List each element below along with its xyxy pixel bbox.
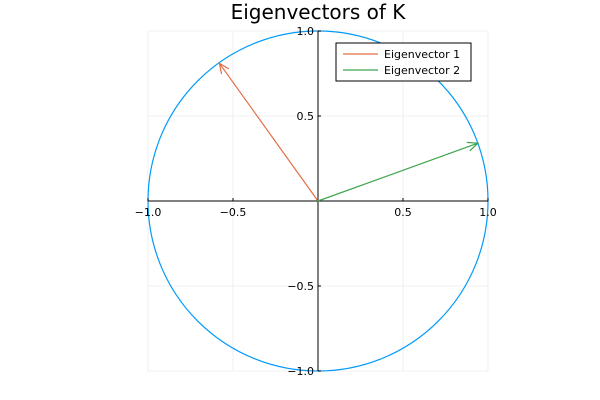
vector-2-arrowhead (466, 141, 480, 152)
y-tick-label-2: 0.5 (297, 110, 315, 123)
chart-title: Eigenvectors of K (231, 0, 407, 24)
vector-1 (218, 62, 319, 202)
x-tick-label-1: −0.5 (220, 206, 247, 219)
ticks: −1.0 −0.5 0.5 1.0 −1.0 −0.5 0.5 1.0 (135, 25, 497, 378)
legend-box (335, 42, 472, 82)
legend-label-eigenvector-1: Eigenvector 1 (384, 48, 460, 61)
legend: Eigenvector 1 Eigenvector 2 (335, 42, 472, 82)
x-tick-label-0: −1.0 (135, 206, 162, 219)
x-tick-label-2: 0.5 (394, 206, 412, 219)
vectors-layer (218, 62, 480, 202)
vector-2 (317, 142, 479, 202)
legend-label-eigenvector-2: Eigenvector 2 (384, 64, 460, 77)
y-tick-label-0: −1.0 (287, 365, 314, 378)
y-tick-label-3: 1.0 (297, 25, 315, 38)
x-tick-label-3: 1.0 (479, 206, 497, 219)
vector-1-arrowhead (218, 62, 230, 75)
y-tick-label-1: −0.5 (287, 280, 314, 293)
